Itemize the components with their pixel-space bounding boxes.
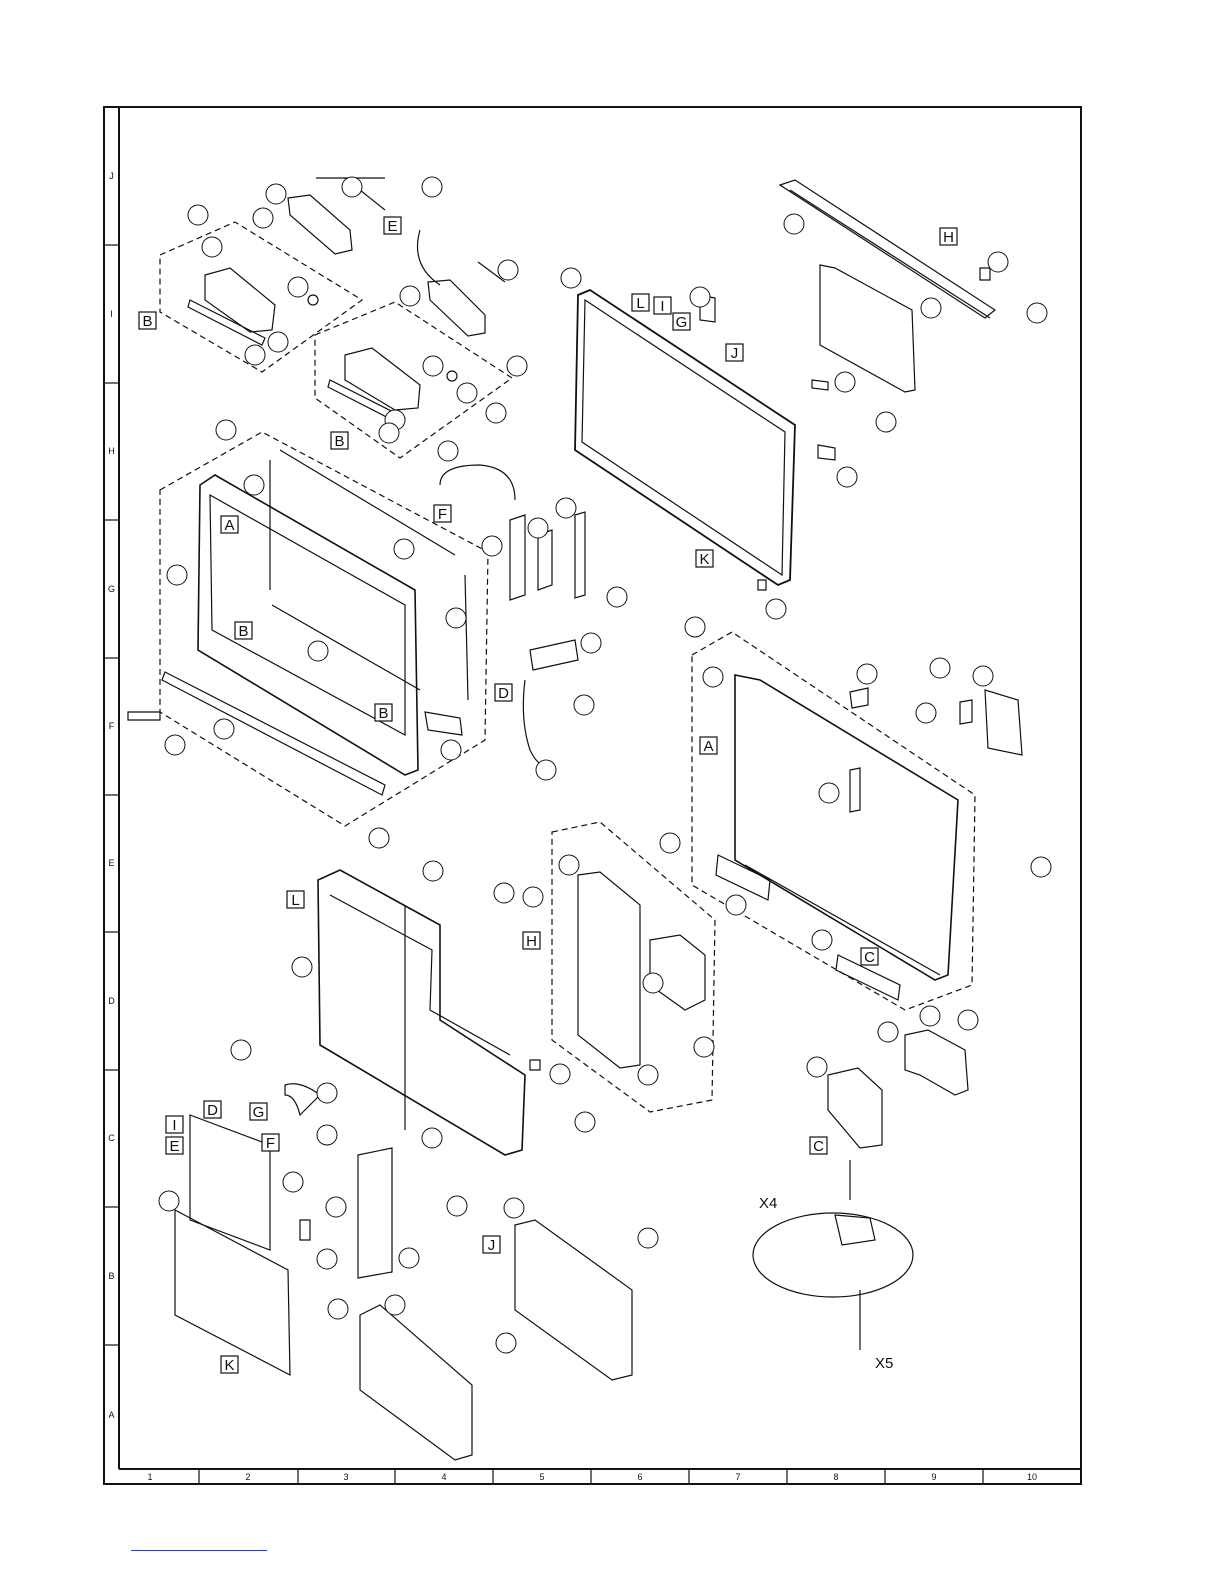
column-label: 9	[931, 1472, 936, 1482]
ref-label-f: F	[266, 1135, 275, 1152]
ref-label-a: A	[224, 517, 234, 534]
column-label: 3	[343, 1472, 348, 1482]
column-label: 2	[245, 1472, 250, 1482]
ref-label-h: H	[526, 933, 537, 950]
column-label: 5	[539, 1472, 544, 1482]
ref-label-l: L	[291, 892, 299, 909]
column-label: 10	[1027, 1472, 1037, 1482]
column-label: 1	[147, 1472, 152, 1482]
ref-label-d: D	[498, 685, 509, 702]
row-label: B	[108, 1271, 114, 1281]
ref-label-b: B	[142, 313, 152, 330]
speaker-cable	[418, 230, 441, 285]
lcd-panel	[575, 290, 835, 590]
ref-label-e: E	[387, 218, 397, 235]
ref-label-b: B	[334, 433, 344, 450]
ref-label-i: I	[172, 1117, 176, 1134]
column-label: 8	[833, 1472, 838, 1482]
ref-label-j: J	[488, 1237, 496, 1254]
row-label: J	[109, 171, 114, 181]
ref-label-c: C	[813, 1138, 824, 1155]
ref-label-k: K	[224, 1357, 234, 1374]
ref-label-l: L	[636, 295, 644, 312]
main-chassis	[318, 870, 525, 1278]
ref-label-f: F	[438, 506, 447, 523]
column-label: 6	[637, 1472, 642, 1482]
back-plate	[360, 1305, 472, 1460]
row-label: H	[108, 446, 115, 456]
ref-label-h: H	[943, 229, 954, 246]
footer-link-underline[interactable]	[131, 1550, 267, 1551]
row-label: A	[108, 1410, 114, 1420]
row-label: E	[108, 858, 114, 868]
row-label: C	[108, 1133, 115, 1143]
top-bracket	[780, 180, 995, 392]
rear-cabinet-group	[692, 632, 1022, 1010]
row-label: F	[109, 721, 115, 731]
ref-label-e: E	[169, 1138, 179, 1155]
stand-label-x5: X5	[875, 1355, 893, 1372]
ref-label-g: G	[676, 314, 688, 331]
column-label: 7	[735, 1472, 740, 1482]
ref-label-j: J	[731, 345, 739, 362]
stand-label-x4: X4	[759, 1195, 777, 1212]
ref-label-d: D	[207, 1102, 218, 1119]
stand-assembly	[753, 1030, 968, 1350]
row-label: I	[110, 309, 113, 319]
reference-balloons	[159, 177, 1051, 1353]
row-label: G	[108, 584, 115, 594]
power-board	[515, 1220, 632, 1380]
column-labels: 1 2 3 4 5 6 7 8 9 10	[147, 1472, 1037, 1482]
ref-label-i: I	[660, 298, 664, 315]
lower-left-boards	[175, 1084, 320, 1375]
ref-label-c: C	[864, 949, 875, 966]
ref-label-k: K	[699, 551, 709, 568]
front-bezel-group	[128, 432, 488, 826]
column-label: 4	[441, 1472, 446, 1482]
ref-label-g: G	[253, 1104, 265, 1121]
ref-label-b: B	[238, 623, 248, 640]
ref-label-b: B	[378, 705, 388, 722]
ref-label-a: A	[703, 738, 713, 755]
row-label: D	[108, 996, 115, 1006]
